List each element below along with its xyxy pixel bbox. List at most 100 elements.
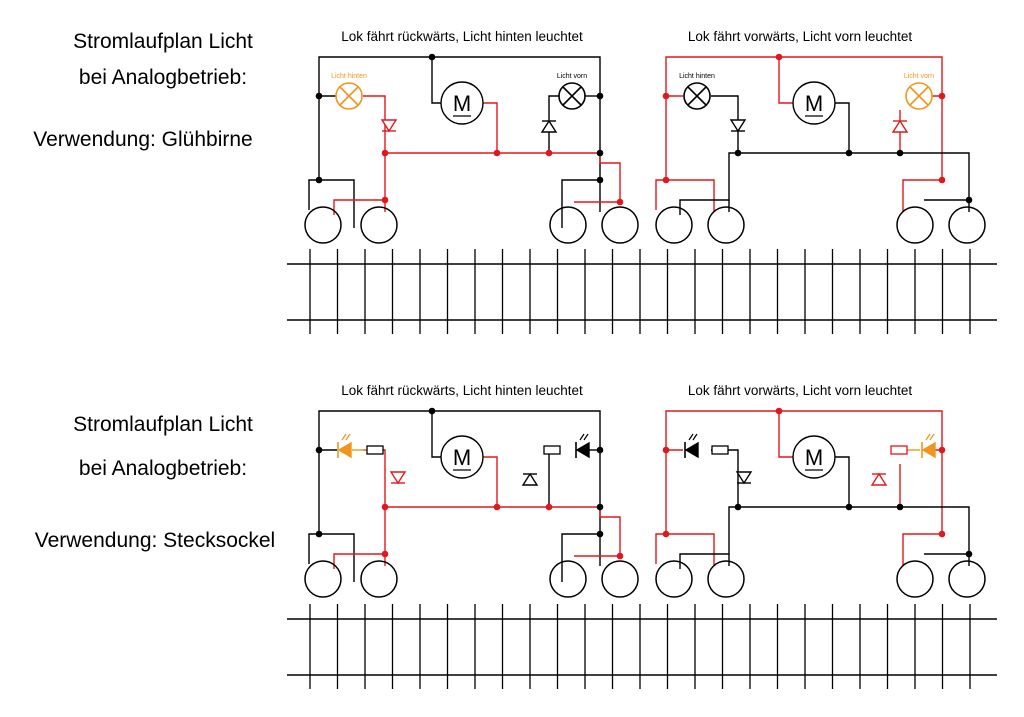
wheel: [707, 206, 745, 244]
wire: [363, 449, 386, 507]
junction-dot: [965, 196, 973, 204]
wheel: [360, 560, 398, 598]
diode: [729, 119, 747, 133]
wire: [483, 102, 498, 153]
wire: [318, 56, 601, 180]
wire: [924, 199, 970, 212]
wire: [665, 56, 943, 180]
junction-dot: [596, 149, 604, 157]
junction-dot: [938, 530, 946, 538]
right-caption: Lok fährt vorwärts, Licht vorn leuchtet: [688, 383, 913, 398]
wire: [561, 533, 601, 582]
wire: [655, 533, 666, 564]
wire: [318, 410, 601, 534]
lamp-rear-label: Licht hinten: [679, 73, 715, 80]
wire: [902, 179, 942, 212]
junction-dot: [596, 503, 604, 511]
wheel: [601, 560, 639, 598]
wire: [778, 411, 793, 458]
wheel: [304, 206, 342, 244]
resistor: [890, 445, 908, 455]
bottom-schematic: Lok fährt rückwärts, Licht hinten leucht…: [287, 383, 997, 689]
wire: [548, 95, 559, 110]
wire: [599, 507, 621, 556]
wire: [738, 506, 970, 554]
wire: [333, 153, 386, 215]
junction-dot: [596, 176, 604, 184]
bottom-side-usage: Verwendung: Stecksockel: [34, 529, 276, 552]
wheel: [896, 560, 934, 598]
wire: [363, 95, 386, 153]
junction-dot: [545, 503, 553, 511]
led-ray: [341, 433, 347, 441]
wire: [483, 456, 498, 507]
led-ray: [583, 433, 589, 441]
led-ray: [692, 433, 698, 441]
resistor: [711, 445, 729, 455]
junction-dot: [938, 176, 946, 184]
junction-dot: [938, 92, 946, 100]
junction-dot: [596, 446, 604, 454]
wire: [333, 507, 386, 569]
junction-dot: [315, 176, 323, 184]
motor: [440, 435, 484, 479]
junction-dot: [545, 149, 553, 157]
wheel: [896, 206, 934, 244]
wire: [655, 179, 666, 210]
wire: [835, 102, 850, 153]
motor: [792, 81, 836, 125]
wire: [599, 153, 621, 202]
junction-dot: [381, 550, 389, 558]
led-ray: [688, 433, 694, 441]
diode: [891, 119, 909, 133]
junction-dot: [662, 446, 670, 454]
wheel: [948, 560, 986, 598]
wheel: [360, 206, 398, 244]
junction-dot: [315, 92, 323, 100]
junction-dot: [896, 149, 904, 157]
wheel: [707, 560, 745, 598]
wheel: [304, 560, 342, 598]
junction-dot: [616, 198, 624, 206]
led: [575, 441, 590, 459]
wire: [711, 95, 739, 153]
wire: [431, 57, 441, 104]
top-side-subtitle: bei Analogbetrieb:: [78, 66, 248, 89]
diode: [389, 471, 407, 485]
wheel: [655, 206, 693, 244]
wire: [711, 449, 739, 507]
left-caption: Lok fährt rückwärts, Licht hinten leucht…: [341, 29, 583, 44]
junction-dot: [381, 149, 389, 157]
junction-dot: [965, 550, 973, 558]
lamp-rear-label: Licht hinten: [331, 73, 367, 80]
led-ray: [925, 433, 931, 441]
wire: [902, 533, 942, 566]
lamp-cross: [562, 86, 582, 106]
top-side-title: Stromlaufplan Licht: [73, 30, 253, 53]
bottom-side-subtitle: bei Analogbetrieb:: [78, 457, 248, 480]
motor: [792, 435, 836, 479]
junction-dot: [596, 92, 604, 100]
motor-label: M: [453, 445, 471, 470]
wire: [318, 449, 337, 534]
top-side-usage: Verwendung: Glühbirne: [33, 128, 253, 151]
diode: [735, 471, 753, 485]
junction-dot: [845, 149, 853, 157]
wire: [308, 533, 319, 564]
wheel: [601, 206, 639, 244]
junction-dot: [381, 196, 389, 204]
lamp-cross: [339, 86, 359, 106]
led: [684, 441, 699, 459]
diode: [521, 472, 539, 486]
wire: [924, 553, 970, 566]
junction-dot: [775, 407, 783, 415]
junction-dot: [596, 530, 604, 538]
lamp-cross: [909, 86, 929, 106]
wheel: [549, 206, 587, 244]
lamp-front-label: Licht vorn: [904, 73, 934, 80]
led: [921, 441, 936, 459]
junction-dot: [662, 530, 670, 538]
resistor: [366, 445, 384, 455]
motor-label: M: [805, 445, 823, 470]
